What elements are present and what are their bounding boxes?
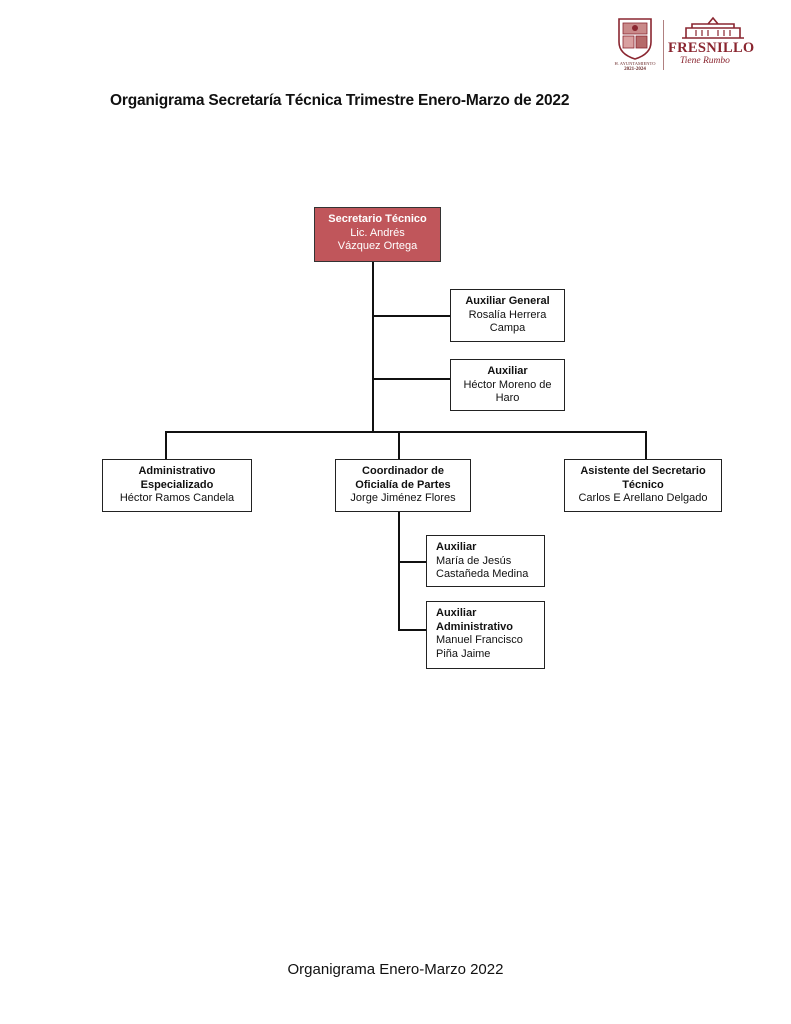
- crest-caption: H. AYUNTAMIENTO 2021-2024: [614, 61, 656, 72]
- page-title: Organigrama Secretaría Técnica Trimestre…: [110, 92, 570, 109]
- node-auxiliar-general: Auxiliar General Rosalía Herrera Campa: [450, 289, 565, 342]
- node-administrativo-especializado: Administrativo Especializado Héctor Ramo…: [102, 459, 252, 512]
- connector-line: [398, 511, 400, 631]
- connector-line: [165, 431, 647, 433]
- connector-line: [398, 431, 400, 460]
- header-logos: H. AYUNTAMIENTO 2021-2024 FRESNILLO Tien…: [612, 14, 762, 72]
- connector-line: [165, 431, 167, 460]
- page-footer: Organigrama Enero-Marzo 2022: [287, 961, 504, 978]
- node-auxiliar-administrativo: Auxiliar Administrativo Manuel Francisco…: [426, 601, 545, 669]
- logo-separator: [663, 20, 664, 70]
- connector-line: [399, 561, 427, 563]
- node-asistente-secretario: Asistente del Secretario Técnico Carlos …: [564, 459, 722, 512]
- connector-line: [373, 378, 451, 380]
- connector-line: [372, 261, 374, 433]
- node-secretario-tecnico: Secretario Técnico Lic. Andrés Vázquez O…: [314, 207, 441, 262]
- node-auxiliar-1: Auxiliar Héctor Moreno de Haro: [450, 359, 565, 411]
- brand-name: FRESNILLO: [668, 40, 755, 56]
- connector-line: [399, 629, 427, 631]
- node-coordinador-oficialia: Coordinador de Oficialía de Partes Jorge…: [335, 459, 471, 512]
- building-icon: [682, 16, 744, 39]
- node-auxiliar-2: Auxiliar María de Jesús Castañeda Medina: [426, 535, 545, 587]
- brand-slogan: Tiene Rumbo: [680, 56, 730, 66]
- connector-line: [645, 431, 647, 460]
- municipal-crest-icon: [618, 18, 652, 60]
- connector-line: [373, 315, 451, 317]
